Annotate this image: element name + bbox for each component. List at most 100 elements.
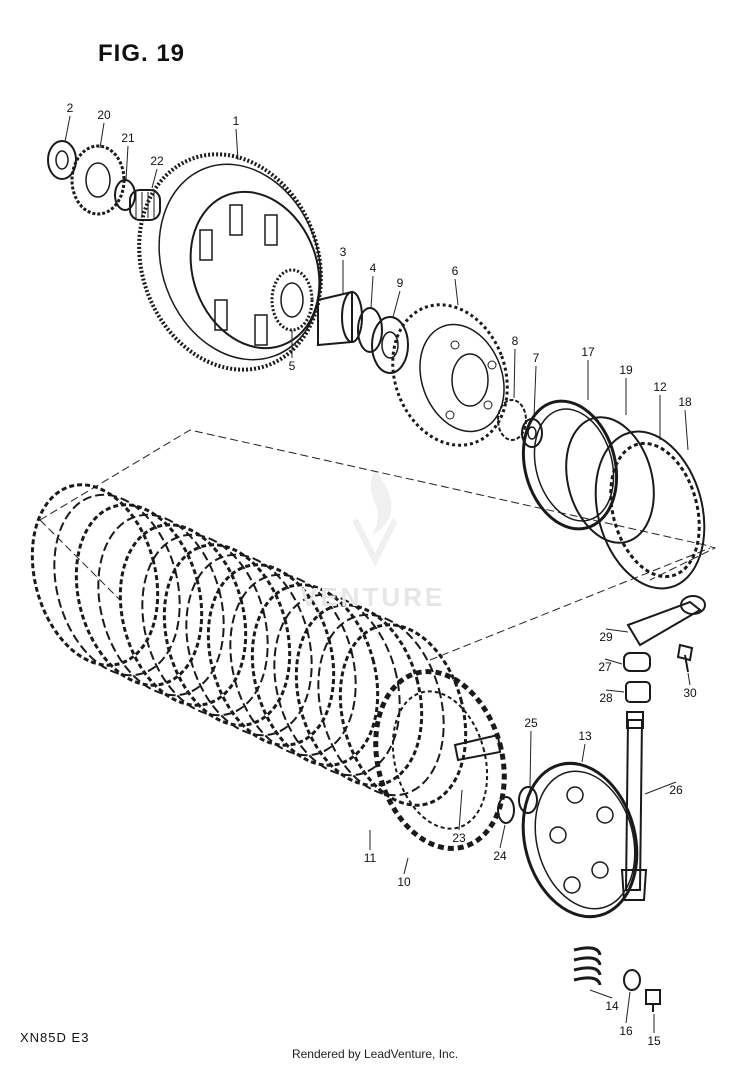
- leader-line-6: [454, 278, 459, 306]
- leader-line-8: [513, 348, 516, 399]
- clutch-plate: [338, 623, 468, 807]
- part-ref-label[interactable]: 23: [452, 831, 466, 845]
- part-ref-label[interactable]: 30: [683, 686, 697, 700]
- part-ref-label[interactable]: 28: [599, 691, 613, 705]
- reference-labels: 1234567891011121314151617181920212223242…: [67, 101, 697, 1048]
- part-ref-label[interactable]: 11: [364, 851, 377, 865]
- part-ref-label[interactable]: 8: [512, 334, 519, 348]
- leader-line-14: [589, 989, 613, 999]
- spring-washer-part: [623, 969, 641, 991]
- leader-line-9: [392, 290, 401, 318]
- leader-line-27: [604, 658, 623, 665]
- thrust-washer-part: [47, 140, 77, 180]
- part-ref-label[interactable]: 5: [289, 359, 296, 373]
- watermark-text: VENTURE: [300, 582, 446, 612]
- housing-bearing-part: [270, 268, 314, 332]
- part-ref-label[interactable]: 9: [397, 276, 404, 290]
- leader-line-10: [403, 857, 409, 875]
- part-ref-label[interactable]: 3: [340, 245, 347, 259]
- render-credit: Rendered by LeadVenture, Inc.: [291, 1047, 459, 1061]
- arm-bolt-part: [676, 643, 694, 673]
- part-ref-label[interactable]: 27: [598, 660, 612, 674]
- release-shaft-part: [620, 711, 648, 901]
- clutch-plate: [250, 583, 380, 767]
- part-ref-label[interactable]: 22: [150, 154, 164, 168]
- release-rod-part: [453, 733, 502, 762]
- part-ref-label[interactable]: 4: [370, 261, 377, 275]
- clutch-plate: [118, 523, 248, 707]
- part-ref-label[interactable]: 12: [653, 380, 667, 394]
- leader-line-4: [370, 275, 374, 309]
- needle-bearing-part: [129, 189, 161, 221]
- lock-washer-part: [497, 399, 527, 441]
- part-ref-label[interactable]: 18: [678, 395, 692, 409]
- leader-line-26: [644, 781, 677, 795]
- leader-line-21: [125, 145, 129, 181]
- pressure-plate-part: [521, 761, 639, 919]
- leader-line-22: [151, 168, 158, 189]
- spring-bolt-part: [645, 989, 661, 1012]
- model-code: XN85D E3: [20, 1030, 90, 1045]
- clutch-plate: [317, 613, 445, 797]
- part-ref-label[interactable]: 26: [669, 783, 683, 797]
- flame-logo-icon: [352, 470, 398, 567]
- sleeve-hub-part: [317, 290, 363, 347]
- clutch-plate-stack: [30, 483, 468, 807]
- washer-part: [357, 307, 383, 353]
- leader-line-29: [605, 628, 629, 633]
- clutch-plate: [30, 483, 160, 667]
- part-ref-label[interactable]: 14: [605, 999, 619, 1013]
- clutch-plate: [206, 563, 336, 747]
- cushion-ring-part: [521, 399, 619, 531]
- leader-line-7: [533, 365, 537, 419]
- plate-stack-boundary: [39, 429, 717, 661]
- release-arm-part: [626, 595, 706, 647]
- spacer-part: [114, 179, 136, 211]
- part-ref-label[interactable]: 20: [97, 108, 111, 122]
- steel-plate-part: [594, 430, 706, 590]
- leader-line-23: [458, 789, 463, 831]
- leader-lines: [64, 115, 691, 1033]
- oil-seal-part: [623, 652, 651, 672]
- clutch-housing-part: [137, 152, 323, 372]
- part-ref-label[interactable]: 1: [233, 114, 240, 128]
- figure-title: FIG. 19: [98, 40, 186, 67]
- part-ref-label[interactable]: 21: [121, 131, 135, 145]
- part-ref-label[interactable]: 16: [619, 1024, 633, 1038]
- leader-line-25: [529, 730, 532, 788]
- part-ref-label[interactable]: 13: [578, 729, 592, 743]
- leader-line-18: [684, 409, 689, 451]
- clutch-hub-part: [391, 303, 509, 447]
- leader-line-16: [625, 991, 631, 1024]
- part-ref-label[interactable]: 19: [619, 363, 633, 377]
- clutch-spring-part: [573, 946, 602, 986]
- part-ref-label[interactable]: 7: [533, 351, 540, 365]
- clutch-plate: [273, 593, 401, 777]
- clutch-plate: [53, 493, 181, 677]
- seat-ring-part: [565, 416, 655, 544]
- part-ref-label[interactable]: 24: [493, 849, 507, 863]
- part-ref-label[interactable]: 6: [452, 264, 459, 278]
- part-ref-label[interactable]: 2: [67, 101, 74, 115]
- part-ref-label[interactable]: 29: [599, 630, 613, 644]
- washer-small-part: [518, 786, 538, 814]
- part-ref-label[interactable]: 25: [524, 716, 538, 730]
- leader-line-28: [605, 689, 625, 693]
- part-ref-label[interactable]: 10: [397, 875, 411, 889]
- part-ref-label[interactable]: 17: [581, 345, 595, 359]
- leader-line-24: [499, 824, 506, 849]
- clutch-plate: [162, 543, 292, 727]
- leader-line-13: [581, 743, 586, 763]
- shaft-bearing-part: [625, 681, 651, 703]
- part-ref-label[interactable]: 15: [647, 1034, 661, 1048]
- bearing-small-part: [497, 796, 515, 824]
- clutch-plate: [185, 553, 313, 737]
- clutch-plate: [74, 503, 204, 687]
- clutch-plate: [97, 513, 225, 697]
- leader-line-30: [687, 672, 691, 686]
- leader-line-20: [99, 122, 105, 149]
- leader-line-1: [235, 128, 239, 161]
- thrust-washer-2-part: [371, 316, 409, 374]
